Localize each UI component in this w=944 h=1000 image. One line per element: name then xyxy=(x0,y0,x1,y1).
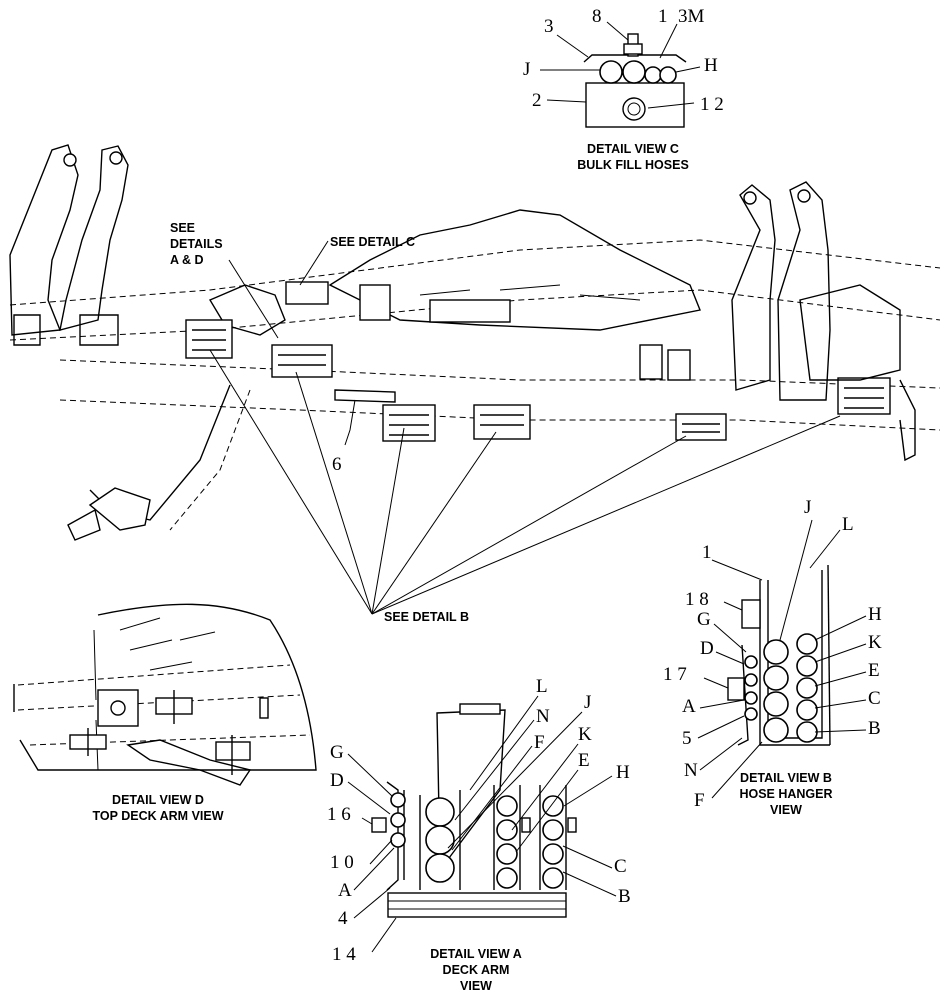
view-b-right-hoses xyxy=(796,633,818,743)
caption-view-a-line3: VIEW xyxy=(460,979,492,993)
caption-view-d-line2: TOP DECK ARM VIEW xyxy=(92,809,223,823)
label-8: 8 xyxy=(592,6,602,27)
view-d-hose-clamp-3 xyxy=(215,735,251,775)
label-3m: 3M xyxy=(678,6,705,27)
detail-view-d: DETAIL VIEW D TOP DECK ARM VIEW xyxy=(13,603,317,823)
label-18: 1 8 xyxy=(685,589,709,610)
bolt-head xyxy=(622,97,646,121)
upper-beam xyxy=(9,239,941,306)
top-deck-outline xyxy=(19,603,317,771)
label-17: 1 7 xyxy=(663,664,687,685)
detail-view-a: L N F J K E H G D 1 6 1 0 A 4 1 4 C B DE… xyxy=(327,676,631,993)
label-10: 1 0 xyxy=(330,852,354,873)
center-deck xyxy=(328,209,701,331)
label-g: G xyxy=(697,609,711,630)
detail-view-b: 1 1 8 J L G D 1 7 A 5 N F H K E C B DETA… xyxy=(663,497,882,817)
label-f: F xyxy=(534,732,545,753)
label-n: N xyxy=(684,760,698,781)
label-1: 1 xyxy=(658,6,668,27)
label-n: N xyxy=(536,706,550,727)
label-e: E xyxy=(868,660,880,681)
view-d-hose-clamp-2 xyxy=(69,728,107,756)
label-k: K xyxy=(868,632,882,653)
hanger-plate xyxy=(759,580,830,746)
right-frame-bracket xyxy=(731,184,776,391)
caption-view-c-line1: DETAIL VIEW C xyxy=(587,142,679,156)
label-a: A xyxy=(682,696,696,717)
hose-bundle-2 xyxy=(271,344,333,378)
detail-view-c: 3 8 1 3M J H 2 1 2 DETAIL VIEW C BULK FI… xyxy=(523,6,724,172)
label-12: 1 2 xyxy=(700,94,724,115)
label-6: 6 xyxy=(332,454,342,475)
label-j: J xyxy=(523,59,530,80)
caption-view-a-line1: DETAIL VIEW A xyxy=(430,947,521,961)
label-d: D xyxy=(700,638,714,659)
view-d-hose-clamp-1 xyxy=(155,690,193,724)
label-h: H xyxy=(704,55,718,76)
label-e: E xyxy=(578,750,590,771)
label-a: A xyxy=(338,880,352,901)
right-hanger-2 xyxy=(539,785,567,890)
caption-view-a-line2: DECK ARM xyxy=(443,963,510,977)
hose-bundle-3 xyxy=(382,404,436,442)
callout-see-details-a-d-line2: DETAILS xyxy=(170,237,223,251)
item-6-pin xyxy=(334,389,396,403)
top-deck-arm xyxy=(126,739,252,786)
hose-bundle-5 xyxy=(675,413,727,441)
right-hanger-1 xyxy=(493,785,521,890)
label-14: 1 4 xyxy=(332,944,356,965)
label-d: D xyxy=(330,770,344,791)
label-b: B xyxy=(618,886,631,907)
view-b-small-hoses xyxy=(744,655,758,721)
label-j: J xyxy=(804,497,811,518)
callout-see-detail-c: SEE DETAIL C xyxy=(330,235,415,249)
caption-view-c-line2: BULK FILL HOSES xyxy=(577,158,689,172)
view-b-large-hoses xyxy=(763,639,789,743)
caption-view-b-line1: DETAIL VIEW B xyxy=(740,771,832,785)
main-assembly: SEE DETAILS A & D SEE DETAIL C 6 SEE DET… xyxy=(9,144,941,624)
caption-view-b-line2: HOSE HANGER xyxy=(739,787,832,801)
left-frame-bracket xyxy=(9,144,79,336)
label-f: F xyxy=(694,790,705,811)
label-4: 4 xyxy=(338,908,348,929)
label-1: 1 xyxy=(702,542,712,563)
caption-view-d-line1: DETAIL VIEW D xyxy=(112,793,204,807)
label-h: H xyxy=(616,762,630,783)
label-h: H xyxy=(868,604,882,625)
view-a-right-hoses-1 xyxy=(496,795,518,889)
hose-bundle-4 xyxy=(473,404,531,440)
label-j: J xyxy=(584,692,591,713)
label-l: L xyxy=(536,676,548,697)
label-2: 2 xyxy=(532,90,542,111)
label-g: G xyxy=(330,742,344,763)
view-a-center-hoses xyxy=(425,797,455,883)
label-5: 5 xyxy=(682,728,692,749)
callout-see-details-a-d-line3: A & D xyxy=(170,253,204,267)
view-a-left-hoses xyxy=(390,792,406,848)
hose-bundle-1 xyxy=(185,319,233,359)
hose-bundle-6 xyxy=(837,377,891,415)
bulk-fill-hose-clamp xyxy=(285,281,329,305)
hose-h xyxy=(644,66,662,84)
caption-view-b-line3: VIEW xyxy=(770,803,802,817)
label-l: L xyxy=(842,514,854,535)
view-a-right-hoses-2 xyxy=(542,795,564,889)
detail-b-leader-lines xyxy=(209,349,841,615)
hose-j xyxy=(599,60,623,84)
label-3: 3 xyxy=(544,16,554,37)
label-k: K xyxy=(578,724,592,745)
label-16: 1 6 xyxy=(327,804,351,825)
label-b: B xyxy=(868,718,881,739)
base-plate xyxy=(387,892,567,918)
callout-see-detail-b: SEE DETAIL B xyxy=(384,610,469,624)
callout-see-details-a-d-line1: SEE xyxy=(170,221,195,235)
label-c: C xyxy=(614,856,627,877)
label-c: C xyxy=(868,688,881,709)
deck-arm-body xyxy=(436,709,506,873)
